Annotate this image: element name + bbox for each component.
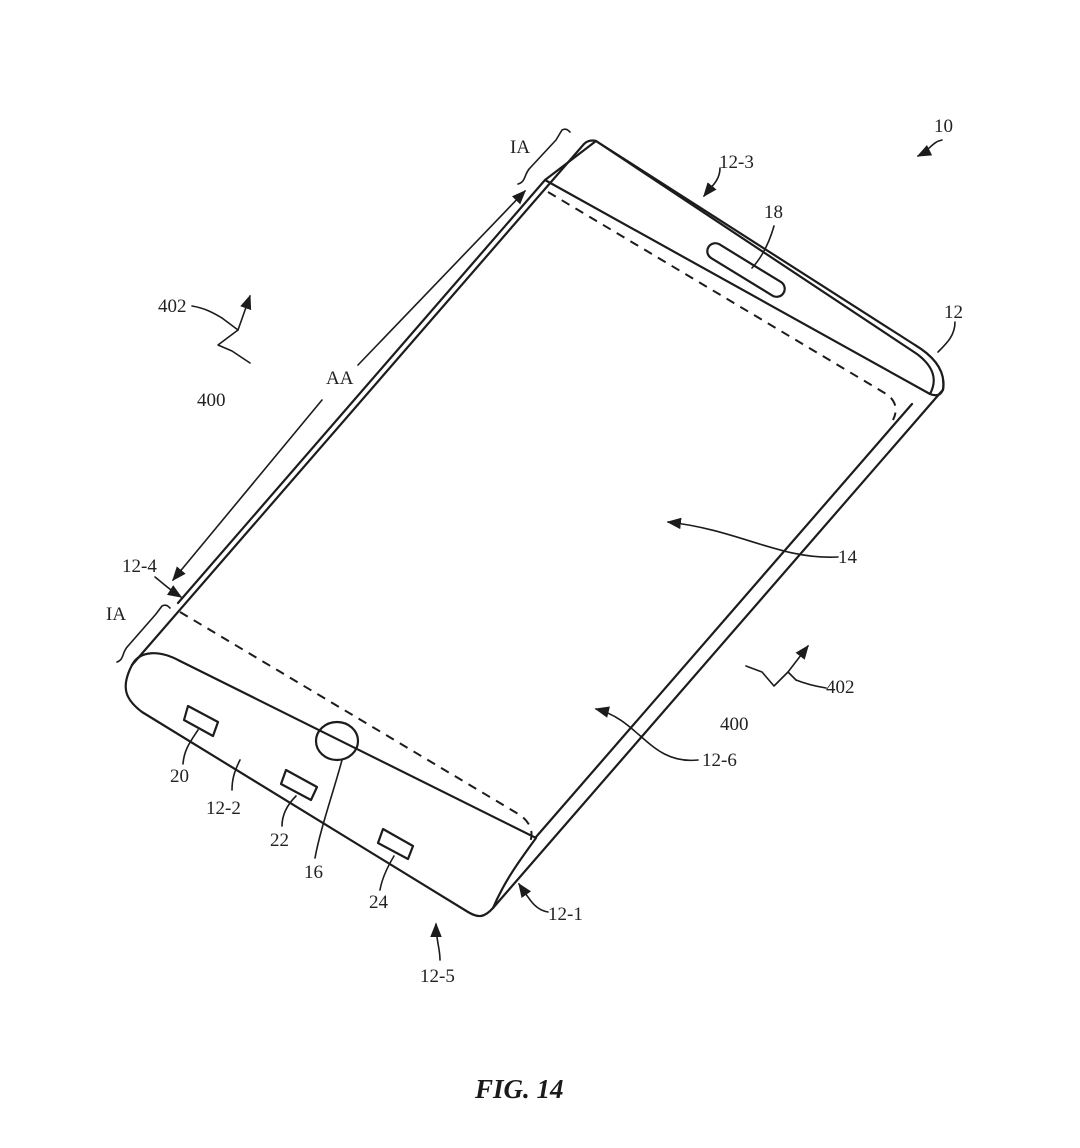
aa-dimension-lower xyxy=(172,399,323,582)
label-12-3: 12-3 xyxy=(719,152,754,173)
active-area-top-dashed xyxy=(547,191,897,421)
label-400-right: 400 xyxy=(720,714,749,735)
component-20 xyxy=(182,704,220,738)
leader-12 xyxy=(937,321,956,353)
label-400-left: 400 xyxy=(197,390,226,411)
label-aa: AA xyxy=(326,368,354,389)
label-402-left: 402 xyxy=(158,296,187,317)
front-lower-edge xyxy=(130,652,538,910)
figure-caption: FIG. 14 xyxy=(474,1074,564,1104)
section-marker-right xyxy=(745,665,797,687)
leader-402-right xyxy=(795,679,827,689)
front-face-outline xyxy=(124,139,945,918)
device-body xyxy=(124,139,945,918)
speaker-slot xyxy=(706,242,786,298)
label-20: 20 xyxy=(170,766,189,787)
face-right-edge xyxy=(534,402,914,839)
top-side-edge xyxy=(543,139,935,396)
leader-18 xyxy=(751,225,775,269)
label-14: 14 xyxy=(838,547,858,568)
section-marker-left xyxy=(217,317,251,364)
label-ia-top: IA xyxy=(510,137,530,158)
label-12: 12 xyxy=(944,302,963,323)
component-24 xyxy=(376,827,415,861)
label-402-right: 402 xyxy=(826,677,855,698)
label-12-1: 12-1 xyxy=(548,904,583,925)
leader-10 xyxy=(916,139,943,157)
label-ia-bottom: IA xyxy=(106,604,126,625)
aa-dimension-upper xyxy=(357,189,526,366)
label-12-6: 12-6 xyxy=(702,750,737,771)
label-16: 16 xyxy=(304,862,323,883)
top-right-rounded xyxy=(928,378,945,397)
leader-12-5 xyxy=(430,922,442,961)
label-12-4: 12-4 xyxy=(122,556,157,577)
leader-12-3 xyxy=(703,167,721,198)
section-arrow-right xyxy=(787,644,809,673)
label-18: 18 xyxy=(764,202,783,223)
leader-16 xyxy=(314,759,343,859)
label-12-2: 12-2 xyxy=(206,798,241,819)
leader-20 xyxy=(182,729,199,765)
label-22: 22 xyxy=(270,830,289,851)
face-left-edge xyxy=(176,178,547,605)
label-10: 10 xyxy=(934,116,953,137)
label-12-5: 12-5 xyxy=(420,966,455,987)
leader-402-left xyxy=(191,305,223,319)
leader-12-1 xyxy=(518,882,549,913)
ia-top-bracket xyxy=(517,128,571,185)
leader-12-4 xyxy=(154,576,183,598)
leader-14 xyxy=(666,517,839,558)
active-area-bottom-dashed xyxy=(179,611,533,843)
leader-24 xyxy=(379,855,395,891)
label-24: 24 xyxy=(369,892,389,913)
leader-22 xyxy=(281,795,297,827)
leader-12-6 xyxy=(594,706,699,762)
leader-12-2 xyxy=(231,759,241,791)
section-arrow-left xyxy=(237,294,252,331)
ia-bottom-bracket xyxy=(116,604,171,663)
home-button xyxy=(314,720,360,762)
component-22 xyxy=(279,768,319,802)
